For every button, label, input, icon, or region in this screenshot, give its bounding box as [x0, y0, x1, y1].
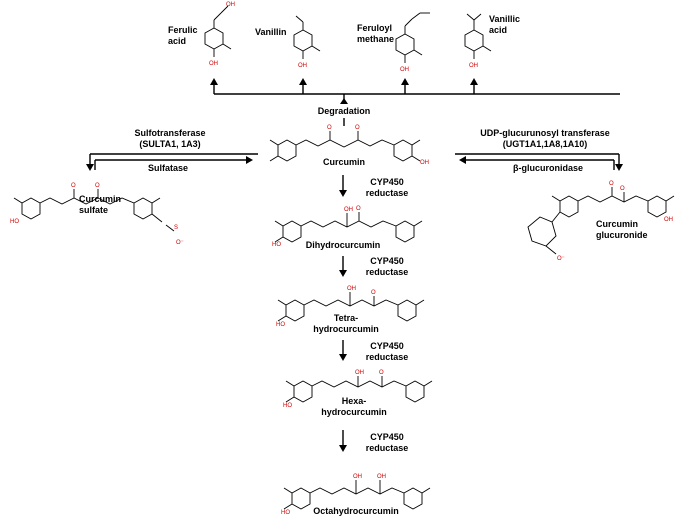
degradation-arrowheads	[210, 78, 478, 104]
curcumin-label: Curcumin	[322, 157, 366, 167]
dihydrocurcumin-structure	[274, 212, 423, 243]
atom-oh: OH	[355, 370, 364, 376]
tetrahydrocurcumin-structure	[277, 292, 425, 322]
vanillic-acid-label: Vanillic acid	[489, 14, 521, 35]
atom-oh: OH	[226, 2, 235, 8]
atom-oh: OH	[209, 61, 218, 67]
dihydrocurcumin-label: Dihydrocurcumin	[305, 240, 381, 250]
glucuronidase-label: β-glucuronidase	[512, 163, 584, 173]
hexahydrocurcumin-structure	[285, 376, 433, 403]
atom-oh: OH	[344, 207, 353, 213]
atom-o: O	[356, 206, 361, 212]
atom-o-minus: O⁻	[557, 256, 565, 262]
octahydrocurcumin-structure	[283, 480, 431, 510]
atom-oh: OH	[353, 474, 362, 480]
atom-o: O	[71, 183, 76, 189]
glucuronidation-arrows	[455, 153, 620, 170]
octahydrocurcumin-label: Octahydrocurcumin	[313, 506, 399, 516]
atom-o: O	[620, 186, 625, 192]
atom-oh: OH	[347, 286, 356, 292]
curcumin-glucuronide-structure	[527, 187, 675, 255]
sulfotransferase-label: Sulfotransferase (SULTA1, 1A3)	[134, 128, 206, 149]
feruloyl-methane-structure	[395, 12, 430, 63]
atom-s: S	[174, 225, 178, 231]
atom-o: O	[609, 181, 614, 187]
tetrahydrocurcumin-label: Tetra- hydrocurcumin	[313, 313, 379, 334]
curcumin-structure	[269, 131, 421, 162]
hexahydrocurcumin-label: Hexa- hydrocurcumin	[321, 396, 387, 417]
cyp450-reductase-label: CYP450 reductase	[365, 341, 409, 362]
atom-o: O	[355, 125, 360, 131]
atom-ho: HO	[283, 403, 292, 409]
atom-ho: HO	[276, 322, 285, 328]
glucuronidation-arrowheads	[459, 156, 623, 171]
curcumin-glucuronide-label: Curcumin glucuronide	[596, 219, 648, 240]
atom-oh: OH	[664, 217, 673, 223]
atom-ho: HO	[10, 219, 19, 225]
atom-ho: HO	[272, 242, 281, 248]
atom-o: O	[371, 290, 376, 296]
cyp450-reductase-label: CYP450 reductase	[365, 256, 409, 277]
atom-oh: OH	[400, 67, 409, 73]
cyp450-reductase-label: CYP450 reductase	[365, 177, 409, 198]
vanillin-structure	[293, 15, 321, 59]
reduction-arrowheads	[339, 190, 347, 452]
ferulic-acid-label: Ferulic acid	[168, 25, 198, 46]
atom-o-minus: O⁻	[176, 240, 184, 246]
atom-ho: HO	[281, 510, 290, 516]
ferulic-acid-structure	[204, 5, 232, 57]
sulfation-arrowheads	[86, 156, 253, 171]
curcumin-sulfate-structure	[13, 189, 175, 232]
atom-o: O	[95, 183, 100, 189]
atom-oh: OH	[420, 160, 429, 166]
atom-o: O	[379, 370, 384, 376]
atom-o: O	[327, 125, 332, 131]
atom-oh: OH	[377, 474, 386, 480]
atom-oh: OH	[298, 63, 307, 69]
ugt-label: UDP-glucurunosyl transferase (UGT1A1,1A8…	[480, 128, 610, 149]
cyp450-reductase-label: CYP450 reductase	[365, 432, 409, 453]
vanillin-label: Vanillin	[255, 27, 287, 37]
sulfatase-label: Sulfatase	[147, 163, 189, 173]
degradation-label: Degradation	[317, 106, 371, 116]
curcumin-sulfate-label: Curcumin sulfate	[79, 194, 122, 215]
atom-oh: OH	[469, 63, 478, 69]
feruloyl-methane-label: Feruloyl methane	[357, 23, 395, 44]
vanillic-acid-structure	[464, 13, 492, 59]
